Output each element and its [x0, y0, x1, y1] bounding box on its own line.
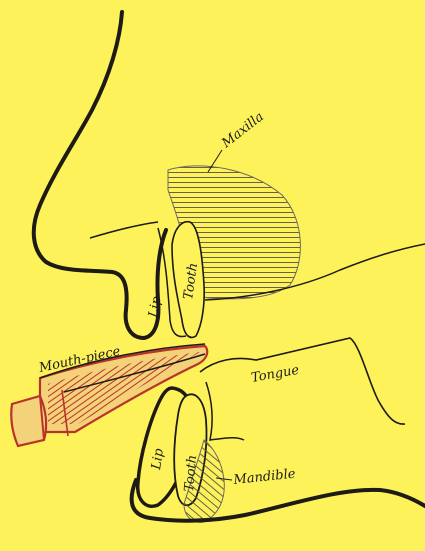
label-lip-upper: Lip — [146, 295, 165, 320]
tongue-lower — [206, 382, 244, 440]
face-profile-upper — [34, 12, 166, 338]
label-tongue: Tongue — [250, 363, 300, 386]
nasal-line — [90, 222, 158, 238]
label-lip-lower: Lip — [149, 447, 167, 472]
tongue-outline — [200, 338, 405, 424]
label-maxilla: Maxilla — [218, 109, 266, 151]
label-tooth-lower: Tooth — [182, 454, 200, 492]
label-mandible: Mandible — [232, 467, 297, 489]
